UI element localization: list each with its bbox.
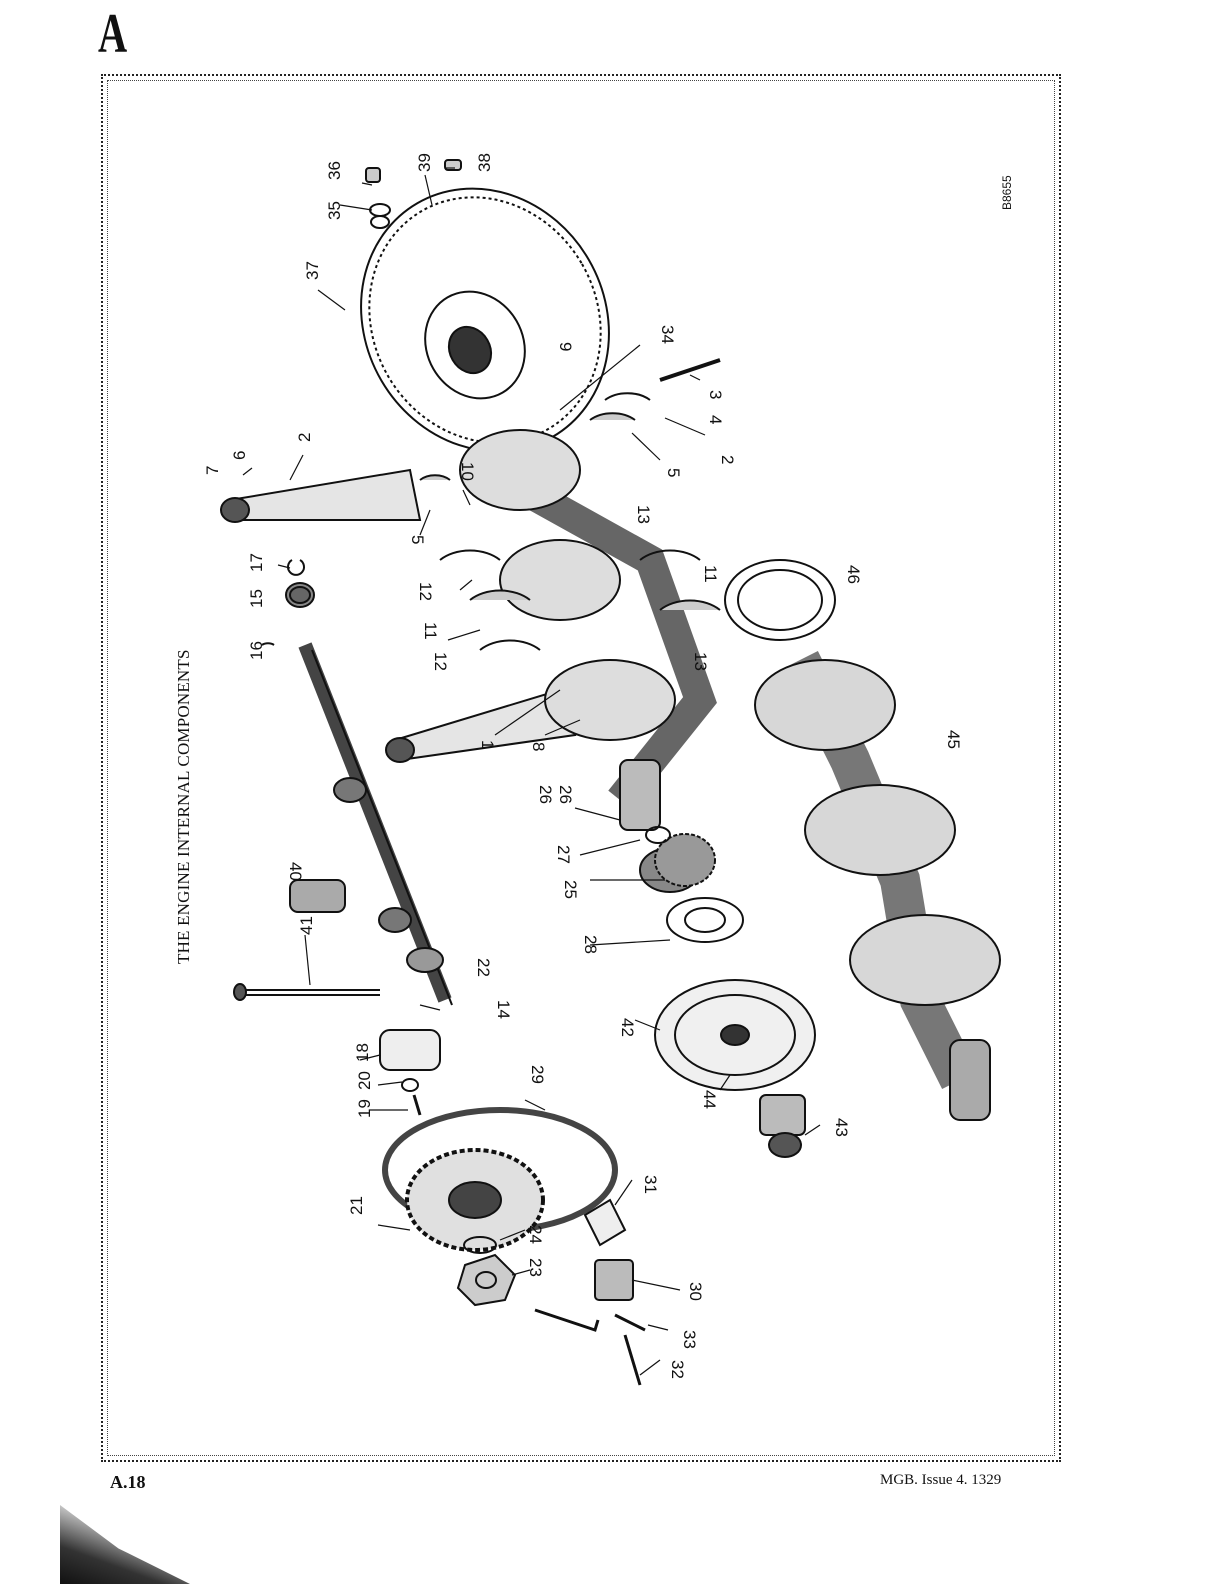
part-label: 15 (247, 589, 266, 608)
part-label: 1 (478, 740, 497, 749)
part-label: 36 (325, 161, 344, 180)
part-label: 4 (706, 415, 725, 424)
part-label: 14 (494, 1000, 513, 1019)
connecting-rods-drawing (221, 470, 575, 762)
part-label: 40 (286, 862, 305, 881)
part-label: 22 (474, 958, 493, 977)
part-label: 3 (706, 390, 725, 399)
part-label: 17 (247, 553, 266, 572)
part-label: 30 (686, 1282, 705, 1301)
part-label: 33 (680, 1330, 699, 1349)
part-label: 13 (634, 505, 653, 524)
push-rods-drawing (234, 880, 380, 1000)
part-label: 24 (526, 1225, 545, 1244)
page-number: A.18 (110, 1472, 146, 1493)
part-label: 44 (700, 1090, 719, 1109)
crankshaft-pulley-drawing (655, 898, 815, 1090)
part-label: 23 (526, 1258, 545, 1277)
part-label: 28 (581, 935, 600, 954)
part-label: 26 (536, 785, 555, 804)
timing-chain-drawing (385, 1110, 615, 1250)
part-label: 19 (355, 1099, 374, 1118)
part-label: 32 (668, 1360, 687, 1379)
part-label: 12 (431, 652, 450, 671)
part-label: 20 (355, 1071, 374, 1090)
part-label: 7 (203, 466, 222, 475)
part-label: 46 (844, 565, 863, 584)
part-label: 12 (416, 582, 435, 601)
part-label: 42 (618, 1018, 637, 1037)
part-label: 5 (408, 535, 427, 544)
part-label: 11 (701, 565, 720, 583)
part-label: 8 (529, 742, 548, 751)
part-label: 41 (297, 916, 316, 935)
part-label: 2 (295, 433, 314, 442)
issue-info: MGB. Issue 4. 1329 (880, 1472, 1001, 1489)
part-label: 38 (475, 153, 494, 172)
oil-seal-drawing (725, 560, 835, 640)
part-label: 45 (944, 730, 963, 749)
part-label: 31 (641, 1175, 660, 1194)
part-label: 2 (718, 455, 737, 464)
part-label: 16 (247, 641, 266, 660)
part-label: 39 (415, 153, 434, 172)
part-label: 29 (528, 1065, 547, 1084)
camshaft-drawing (286, 583, 452, 1005)
part-label: 43 (832, 1118, 851, 1137)
part-label: 37 (303, 261, 322, 280)
part-label: 25 (561, 880, 580, 899)
part-label: 13 (691, 652, 710, 671)
part-label: 10 (458, 462, 477, 481)
part-label: 26 (556, 785, 575, 804)
part-label: 35 (325, 201, 344, 220)
part-label: 21 (347, 1196, 366, 1215)
starter-dog-nut-drawing (760, 1095, 805, 1157)
chain-tensioner-drawing (535, 1200, 645, 1385)
oil-pump-drive-items-drawing (262, 560, 310, 645)
part-label: 9 (556, 342, 575, 351)
flywheel-fixings-drawing (366, 160, 461, 228)
part-label: 5 (664, 468, 683, 477)
locating-plate-drawing (380, 1030, 440, 1115)
part-label: 11 (421, 622, 440, 640)
part-label: 6 (230, 451, 249, 460)
crankshaft-upper-drawing (460, 430, 700, 892)
part-label: 27 (554, 845, 573, 864)
part-label: 34 (658, 325, 677, 344)
part-label: 18 (353, 1043, 372, 1062)
